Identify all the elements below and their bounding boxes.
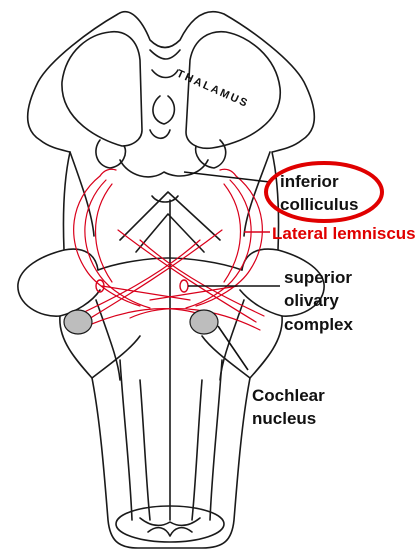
cochlear-nucleus-right xyxy=(189,309,219,335)
superior-olive-right xyxy=(179,279,189,293)
lateral-lemniscus-label: Lateral lemniscus xyxy=(272,224,416,243)
superior-olivary-label-line1: superior xyxy=(284,268,352,287)
inferior-colliculus-label-line2: colliculus xyxy=(280,195,358,214)
cochlear-nucleus-label-line2: nucleus xyxy=(252,409,316,428)
brainstem-outline xyxy=(17,11,325,549)
superior-olivary-label-line3: complex xyxy=(284,315,354,334)
inferior-colliculus-label-line1: inferior xyxy=(280,172,339,191)
superior-olive-left xyxy=(95,279,105,293)
inferior-colliculus-highlight xyxy=(264,161,384,223)
lateral-lemniscus-pathway xyxy=(73,168,265,331)
leader-lines xyxy=(183,171,280,371)
superior-olivary-label-line2: olivary xyxy=(284,291,339,310)
cochlear-nucleus-left xyxy=(63,309,93,335)
thalamus-label: THALAMUS xyxy=(175,68,251,111)
cochlear-nucleus-label-line1: Cochlear xyxy=(252,386,325,405)
